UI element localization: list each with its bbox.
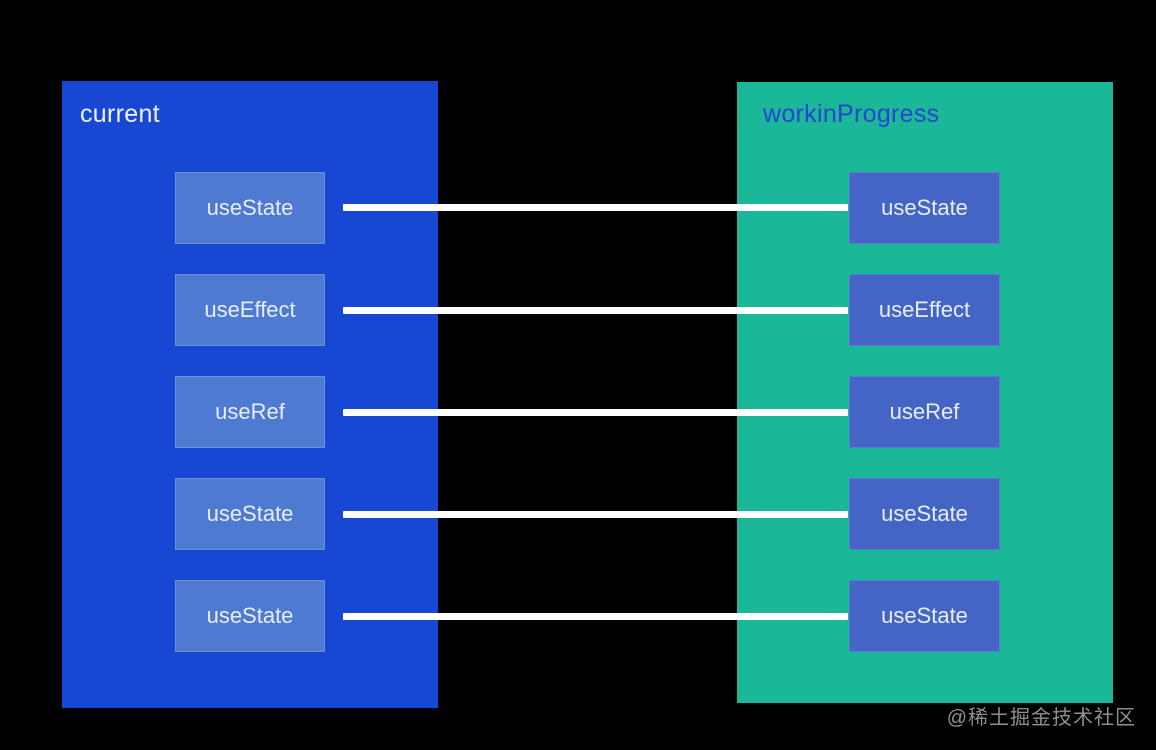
connector-line-5: [343, 613, 848, 620]
workinprogress-hook-list: useState useEffect useRef useState useState: [849, 172, 1000, 652]
current-hook-list: useState useEffect useRef useState useState: [175, 172, 325, 652]
hook-box-usestate: useState: [175, 580, 325, 652]
connector-line-4: [343, 511, 848, 518]
hook-box-useref: useRef: [849, 376, 1000, 448]
watermark: @稀土掘金技术社区: [946, 707, 1136, 729]
hook-box-useeffect: useEffect: [175, 274, 325, 346]
workinprogress-panel-title: workinProgress: [763, 100, 940, 128]
connector-line-1: [343, 204, 848, 211]
current-panel-title: current: [80, 100, 160, 128]
hook-box-useeffect: useEffect: [849, 274, 1000, 346]
hook-box-useref: useRef: [175, 376, 325, 448]
hook-box-usestate: useState: [175, 172, 325, 244]
connector-line-2: [343, 307, 848, 314]
hook-box-usestate: useState: [849, 478, 1000, 550]
hook-box-usestate: useState: [849, 580, 1000, 652]
connector-line-3: [343, 409, 848, 416]
hook-box-usestate: useState: [175, 478, 325, 550]
hook-box-usestate: useState: [849, 172, 1000, 244]
